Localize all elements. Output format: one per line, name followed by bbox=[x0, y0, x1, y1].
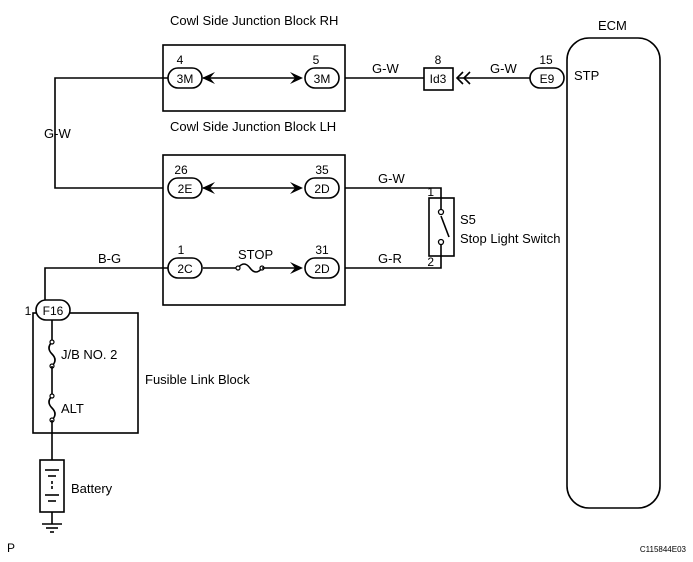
connector-f16: F16 1 bbox=[25, 299, 71, 321]
jb-no2-label: J/B NO. 2 bbox=[61, 347, 117, 362]
pin-number: 31 bbox=[315, 243, 329, 257]
connector-2e: 2E 26 bbox=[167, 163, 203, 199]
ecm-label: ECM bbox=[598, 18, 627, 33]
wire-label: G-W bbox=[490, 61, 517, 76]
wire-to-switch-top bbox=[345, 187, 442, 198]
stop-light-switch: 1 2 bbox=[427, 185, 455, 269]
pin-number: 4 bbox=[177, 53, 184, 67]
s5-label: S5 bbox=[460, 212, 476, 227]
pin-number: 26 bbox=[174, 163, 188, 177]
wire-to-switch-bottom bbox=[345, 256, 442, 269]
connector-2d-bottom: 2D 31 bbox=[304, 243, 340, 279]
alt-label: ALT bbox=[61, 401, 84, 416]
pin-number: 5 bbox=[313, 53, 320, 67]
wire-left-loop bbox=[54, 77, 168, 189]
connector-code: 3M bbox=[314, 72, 331, 86]
connector-3m-right: 3M 5 bbox=[304, 53, 340, 89]
stop-light-switch-label: Stop Light Switch bbox=[460, 231, 560, 246]
pin-number: 1 bbox=[178, 243, 185, 257]
ecm-block bbox=[566, 37, 661, 509]
connector-code: 2C bbox=[177, 262, 193, 276]
stp-label: STP bbox=[574, 68, 599, 83]
connector-e9: E9 15 bbox=[529, 53, 565, 89]
alt-fuse-icon bbox=[48, 395, 56, 421]
switch-contact-icon bbox=[437, 208, 445, 216]
switch-blade-icon bbox=[440, 215, 450, 238]
rh-arrow-left-icon bbox=[202, 72, 215, 84]
wire-label: B-G bbox=[98, 251, 121, 266]
corner-p-mark: P bbox=[7, 541, 15, 555]
figure-code: C115844E03 bbox=[640, 545, 687, 554]
connector-code: 3M bbox=[177, 72, 194, 86]
wire-label: G-W bbox=[372, 61, 399, 76]
wire-fuse-feed bbox=[44, 267, 168, 300]
pin-number: 15 bbox=[539, 53, 553, 67]
lh-arrow-right-bottom-icon bbox=[290, 262, 303, 274]
battery-label: Battery bbox=[71, 481, 113, 496]
switch-pin-2: 2 bbox=[427, 255, 434, 269]
battery-cells-icon bbox=[45, 469, 59, 502]
rh-arrow-right-icon bbox=[290, 72, 303, 84]
connector-code: 2D bbox=[314, 262, 330, 276]
connector-id3: Id3 8 bbox=[423, 53, 454, 91]
cowl-rh-title: Cowl Side Junction Block RH bbox=[170, 13, 338, 28]
stop-fuse-label: STOP bbox=[238, 247, 273, 262]
wire-label: G-R bbox=[378, 251, 402, 266]
connector-code: 2E bbox=[178, 182, 193, 196]
wire-label: G-W bbox=[378, 171, 405, 186]
pin-number: 1 bbox=[25, 304, 32, 318]
fusible-link-block-label: Fusible Link Block bbox=[145, 372, 250, 387]
lh-arrow-left-icon bbox=[202, 182, 215, 194]
fuse-terminal-icon bbox=[235, 265, 241, 271]
switch-contact-icon bbox=[437, 238, 445, 246]
cowl-lh-title: Cowl Side Junction Block LH bbox=[170, 119, 336, 134]
connector-code: 2D bbox=[314, 182, 330, 196]
stop-fuse-icon bbox=[237, 263, 263, 273]
fusible-link-block bbox=[32, 312, 139, 434]
connector-code: Id3 bbox=[430, 72, 447, 86]
pin-number: 35 bbox=[315, 163, 329, 177]
switch-pin-1: 1 bbox=[427, 185, 434, 199]
fuse-terminal-icon bbox=[49, 393, 55, 399]
fuse-terminal-icon bbox=[49, 339, 55, 345]
ground-icon bbox=[42, 523, 62, 533]
lh-arrow-right-icon bbox=[290, 182, 303, 194]
connector-3m-left: 3M 4 bbox=[167, 53, 203, 89]
connector-code: E9 bbox=[540, 72, 555, 86]
connector-code: F16 bbox=[43, 304, 64, 318]
pin-number: 8 bbox=[435, 53, 442, 67]
connector-2d-top: 2D 35 bbox=[304, 163, 340, 199]
wire-label: G-W bbox=[44, 126, 71, 141]
jb-no2-fuse-icon bbox=[48, 341, 56, 367]
